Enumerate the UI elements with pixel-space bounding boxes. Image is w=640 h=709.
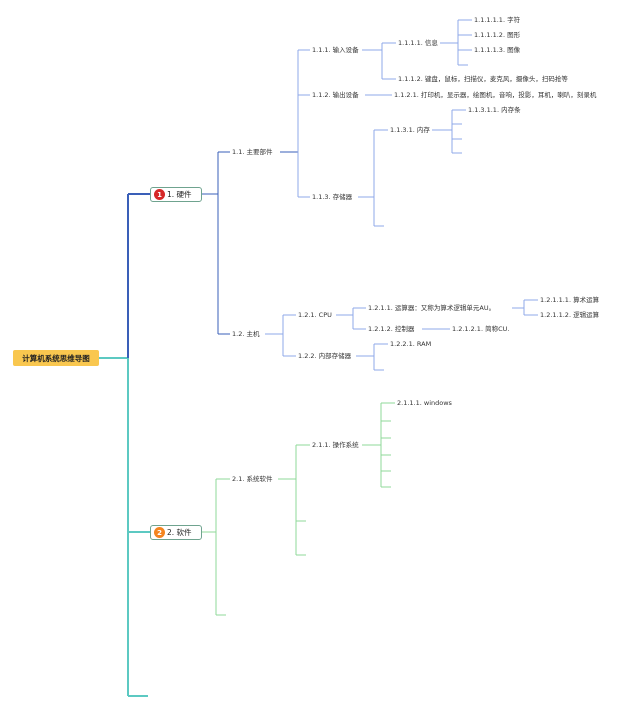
- number-badge: 1: [154, 189, 165, 200]
- node-1-1-2-1[interactable]: 1.1.2.1. 打印机，显示器，绘图机，音响，投影，耳机，喇叭，刻录机: [394, 91, 597, 99]
- node-1-2[interactable]: 1.2. 主机: [232, 330, 260, 338]
- node-1-1-3-1-1[interactable]: 1.1.3.1.1. 内存条: [468, 106, 521, 114]
- branch-label: 1. 硬件: [167, 190, 192, 199]
- node-2-1-1[interactable]: 2.1.1. 操作系统: [312, 441, 359, 449]
- number-badge: 2: [154, 527, 165, 538]
- node-1-2-1-2-1[interactable]: 1.2.1.2.1. 简称CU.: [452, 325, 510, 333]
- node-1-1-1[interactable]: 1.1.1. 输入设备: [312, 46, 359, 54]
- node-1-2-1-1-1[interactable]: 1.2.1.1.1. 算术运算: [540, 296, 600, 304]
- node-1-1-1-1-3[interactable]: 1.1.1.1.3. 图像: [474, 46, 521, 54]
- node-1-2-1-1-2[interactable]: 1.2.1.1.2. 逻辑运算: [540, 311, 600, 319]
- node-1-2-2[interactable]: 1.2.2. 内部存储器: [298, 352, 352, 360]
- node-1-1-3-1[interactable]: 1.1.3.1. 内存: [390, 126, 430, 134]
- node-1-2-1[interactable]: 1.2.1. CPU: [298, 311, 332, 319]
- node-1-1-1-1-1[interactable]: 1.1.1.1.1. 字符: [474, 16, 521, 24]
- node-1-2-1-1[interactable]: 1.2.1.1. 运算器：又称为算术逻辑单元AU。: [368, 304, 496, 312]
- node-1-1[interactable]: 1.1. 主要部件: [232, 148, 273, 156]
- node-1-1-1-1-2[interactable]: 1.1.1.1.2. 图形: [474, 31, 521, 39]
- node-1-1-3[interactable]: 1.1.3. 存储器: [312, 193, 353, 201]
- node-1-2-2-1[interactable]: 1.2.2.1. RAM: [390, 340, 432, 348]
- node-1-1-1-2[interactable]: 1.1.1.2. 键盘，鼠标，扫描仪，麦克风，摄像头，扫码抢等: [398, 75, 568, 83]
- branch-hardware[interactable]: 1 1. 硬件: [150, 187, 202, 202]
- software-lines: [202, 402, 395, 616]
- node-2-1[interactable]: 2.1. 系统软件: [232, 475, 273, 483]
- hardware-lines: [202, 151, 298, 335]
- node-2-1-1-1[interactable]: 2.1.1.1. windows: [397, 399, 452, 407]
- node-1-2-1-2[interactable]: 1.2.1.2. 控制器: [368, 325, 415, 333]
- root-topic[interactable]: 计算机系统思维导图: [13, 350, 99, 366]
- trunk-lines: [99, 357, 150, 697]
- node-1-1-1-1[interactable]: 1.1.1.1. 信息: [398, 39, 438, 47]
- branch-software[interactable]: 2 2. 软件: [150, 525, 202, 540]
- node-1-1-2[interactable]: 1.1.2. 输出设备: [312, 91, 359, 99]
- branch-label: 2. 软件: [167, 528, 192, 537]
